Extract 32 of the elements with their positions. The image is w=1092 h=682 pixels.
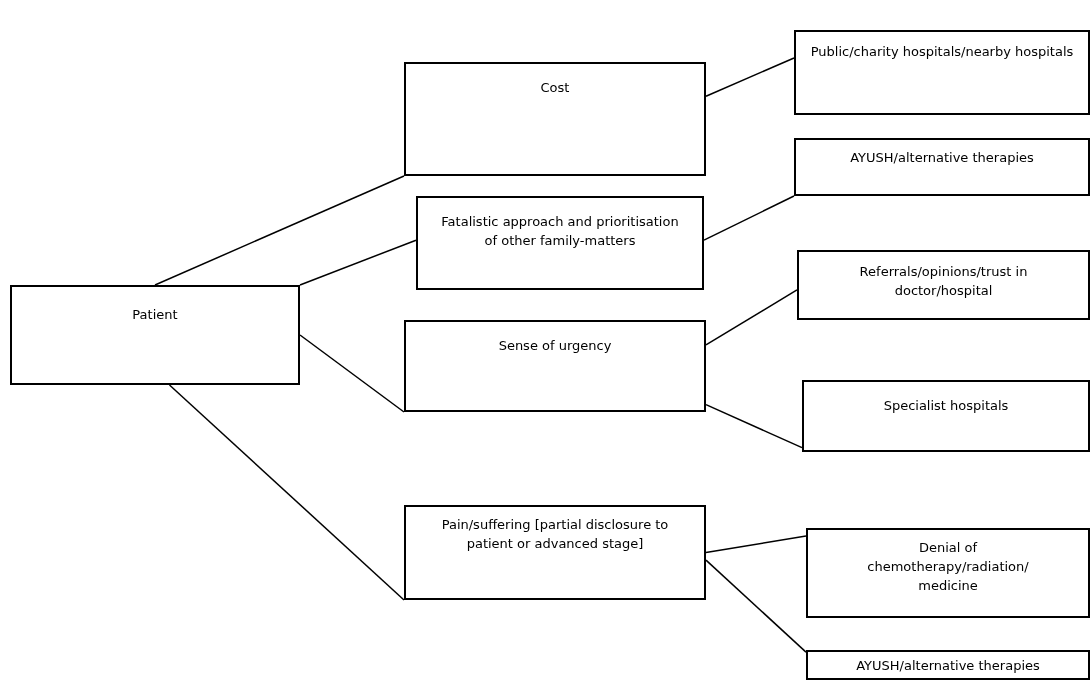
connector-line — [299, 334, 405, 413]
connector-line — [705, 289, 798, 346]
connector-line — [705, 559, 807, 653]
text-box — [794, 30, 1090, 115]
box-label: Cost — [540, 79, 570, 97]
text-box — [404, 62, 706, 176]
box-label: Fatalistic approach and prioritisation of other family-matters — [440, 213, 680, 250]
connector-line — [705, 403, 803, 449]
text-box — [10, 285, 300, 385]
box-label: AYUSH/alternative therapies — [850, 149, 1034, 167]
text-box — [404, 505, 706, 600]
box-label: Denial of chemotherapy/radiation/ medicine — [866, 539, 1030, 595]
box-label: AYUSH/alternative therapies — [856, 657, 1040, 675]
box-label: Sense of urgency — [498, 337, 612, 355]
connector-line — [703, 195, 795, 241]
box-label: Public/charity hospitals/nearby hospitals — [810, 43, 1074, 61]
connector-line — [705, 57, 795, 97]
connector-line — [299, 239, 417, 286]
text-box — [404, 320, 706, 412]
connector-line — [168, 384, 405, 601]
box-label: Pain/suffering [partial disclosure to patient or advanced stage] — [440, 516, 670, 553]
text-box — [797, 250, 1090, 320]
connector-line — [154, 175, 405, 286]
box-label: Referrals/opinions/trust in doctor/hospital — [858, 263, 1029, 300]
box-label: Patient — [132, 306, 178, 324]
box-label: Specialist hospitals — [883, 397, 1009, 415]
text-box — [806, 650, 1090, 680]
text-box — [806, 528, 1090, 618]
text-box — [802, 380, 1090, 452]
text-box — [794, 138, 1090, 196]
text-box — [416, 196, 704, 290]
connector-line — [705, 535, 807, 554]
